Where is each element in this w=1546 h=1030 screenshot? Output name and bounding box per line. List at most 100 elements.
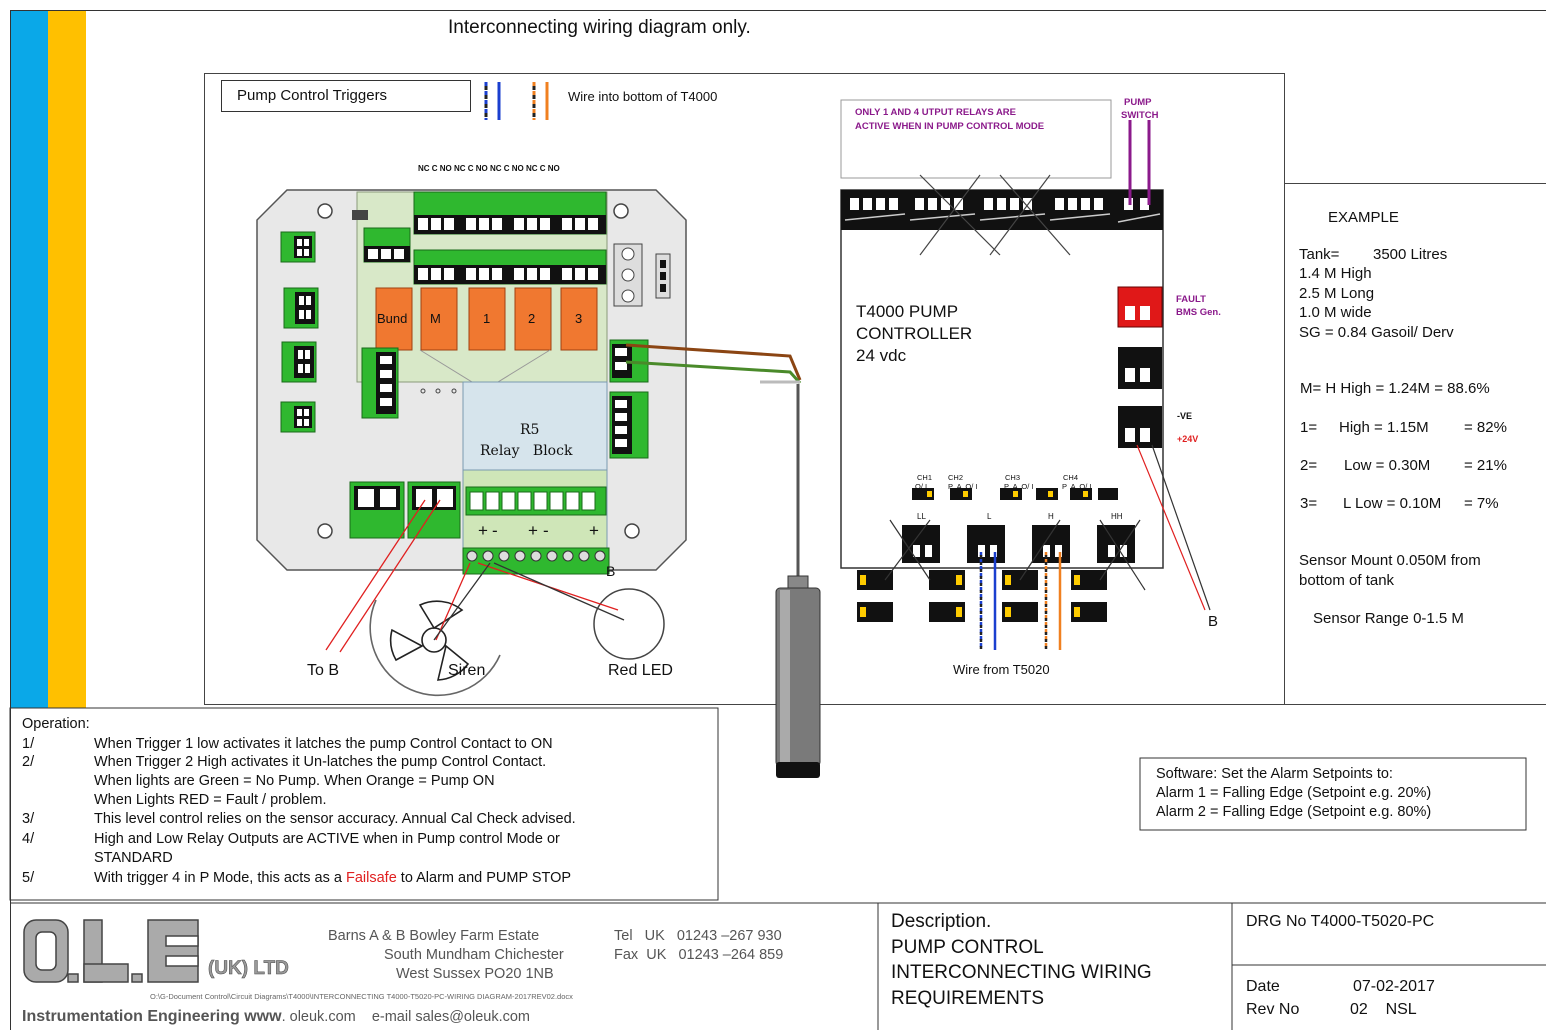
polarity-plus-3: + (589, 521, 599, 540)
example-dim-1: 1.4 M High (1299, 265, 1372, 282)
software-line3: Alarm 2 = Falling Edge (Setpoint e.g. 80… (1156, 804, 1432, 820)
level-l: L (987, 512, 992, 521)
controller-title-line1: T4000 PUMP (856, 302, 959, 321)
relay-label-2: 2 (528, 311, 536, 326)
wire-into-note: Wire into bottom of T4000 (568, 89, 718, 104)
controller-title-line2: CONTROLLER (856, 324, 973, 343)
example-level-2-val: Low = 0.30M (1344, 457, 1431, 474)
op-num-3: 3/ (22, 811, 35, 827)
b-label: B (1208, 613, 1219, 630)
sensor-mount-line2: bottom of tank (1299, 572, 1395, 589)
op-line-5-post: to Alarm and PUMP STOP (396, 870, 572, 886)
level-hh: HH (1111, 512, 1123, 521)
ole-logo (23, 919, 199, 983)
engineering-bold: Instrumentation Engineering www (22, 1008, 282, 1025)
controller-title-line3: 24 vdc (856, 346, 907, 365)
rev-value: 02 NSL (1350, 1001, 1417, 1018)
bottom-left-connectors (349, 481, 461, 539)
pump-triggers-label: Pump Control Triggers (237, 87, 388, 104)
controller-note-line2: ACTIVE WHEN IN PUMP CONTROL MODE (855, 121, 1045, 132)
level-sensor-probe (775, 384, 821, 778)
example-title: EXAMPLE (1328, 209, 1399, 226)
example-level-2-key: 2= (1300, 457, 1318, 474)
r5-label: R5 (520, 422, 540, 438)
operation-title: Operation: (22, 716, 90, 732)
example-dim-3: 1.0 M wide (1299, 304, 1372, 321)
channel-ch3: CH3 (1005, 473, 1021, 482)
address-line3: West Sussex PO20 1NB (396, 966, 554, 982)
fax-line: Fax UK 01243 –264 859 (614, 947, 784, 963)
fault-label-line1: FAULT (1176, 294, 1206, 305)
top-terminal-row (363, 191, 607, 285)
rev-label: Rev No (1246, 1001, 1300, 1018)
op-line-3a: This level control relies on the sensor … (94, 811, 576, 827)
example-level-1-key: 1= (1300, 419, 1318, 436)
level-h: H (1048, 512, 1054, 521)
logo-sub: (UK) LTD (208, 958, 289, 980)
channel-ch2-opts: P A O/ I (948, 482, 978, 491)
relay-label-m: M (430, 311, 441, 326)
op-num-1: 1/ (22, 736, 35, 752)
example-level-2-pct: = 21% (1464, 457, 1507, 474)
yellow-side-bar (48, 10, 86, 708)
sensor-range: Sensor Range 0-1.5 M (1313, 610, 1464, 627)
top-terminal-labels: NC C NO NC C NO NC C NO NC C NO (418, 164, 560, 173)
op-num-5: 5/ (22, 870, 35, 886)
software-box-border (1139, 757, 1527, 831)
operation-box-border (9, 707, 719, 901)
plus24-label: +24V (1177, 434, 1199, 444)
relay-label-bund: Bund (377, 311, 408, 326)
example-level-3-val: L Low = 0.10M (1343, 495, 1442, 512)
date-label: Date (1246, 978, 1280, 995)
op-line-4a: High and Low Relay Outputs are ACTIVE wh… (94, 831, 560, 847)
description-title: Description. (891, 911, 992, 932)
polarity-plus-1: + (478, 521, 488, 540)
engineering-rest: . oleuk.com e-mail sales@oleuk.com (281, 1009, 530, 1025)
polarity-minus-1: - (492, 521, 498, 540)
sensor-cable-brown (625, 343, 802, 381)
board-letter-b: B (606, 563, 616, 579)
example-dim-2: 2.5 M Long (1299, 285, 1375, 302)
siren-symbol (369, 599, 501, 697)
channel-ch3-opts: P A O/ I (1004, 482, 1034, 491)
polarity-minus-2: - (543, 521, 549, 540)
siren-label: Siren (448, 662, 486, 679)
level-ll: LL (917, 512, 926, 521)
blue-side-bar (10, 10, 48, 708)
red-led-label: Red LED (608, 662, 673, 679)
example-frame (1284, 183, 1546, 705)
relay-label-3: 3 (575, 311, 583, 326)
failsafe-highlight: Failsafe (345, 870, 397, 886)
software-line1: Software: Set the Alarm Setpoints to: (1156, 766, 1393, 782)
channel-ch4-opts: P A O/ I (1062, 482, 1092, 491)
right-connectors (609, 243, 671, 459)
channel-ch2: CH2 (948, 473, 964, 482)
polarity-plus-2: + (528, 521, 538, 540)
board-wires (325, 499, 625, 653)
op-line-5: With trigger 4 in P Mode, this acts as a… (94, 870, 571, 887)
document-path: O:\G-Document Control\Circuit Diagrams\T… (150, 992, 573, 1001)
example-level-m: M= H High = 1.24M = 88.6% (1300, 380, 1490, 397)
op-num-4: 4/ (22, 831, 35, 847)
incoming-wires (484, 82, 549, 120)
pump-switch-line1: PUMP (1124, 97, 1152, 108)
relay-block-label: Relay Block (480, 443, 573, 459)
channel-ch4: CH4 (1063, 473, 1079, 482)
op-num-2: 2/ (22, 754, 35, 770)
example-level-1-pct: = 82% (1464, 419, 1507, 436)
example-level-3-key: 3= (1300, 495, 1318, 512)
address-line2: South Mundham Chichester (384, 947, 564, 963)
address-line1: Barns A & B Bowley Farm Estate (328, 928, 540, 944)
pump-triggers-label-box (221, 80, 471, 112)
left-connectors (280, 231, 399, 433)
pump-switch-line2: SWITCH (1121, 110, 1159, 121)
fault-label-line2: BMS Gen. (1176, 307, 1221, 318)
description-line1: PUMP CONTROL (891, 937, 1044, 958)
wire-from-label: Wire from T5020 (953, 662, 1050, 677)
op-line-2c: When Lights RED = Fault / problem. (94, 792, 327, 808)
footer-engineering: Instrumentation Engineering www. oleuk.c… (22, 1008, 530, 1026)
example-level-1-val: High = 1.15M (1339, 419, 1429, 436)
to-b-label: To B (307, 662, 340, 679)
relay-blocks (375, 287, 598, 351)
